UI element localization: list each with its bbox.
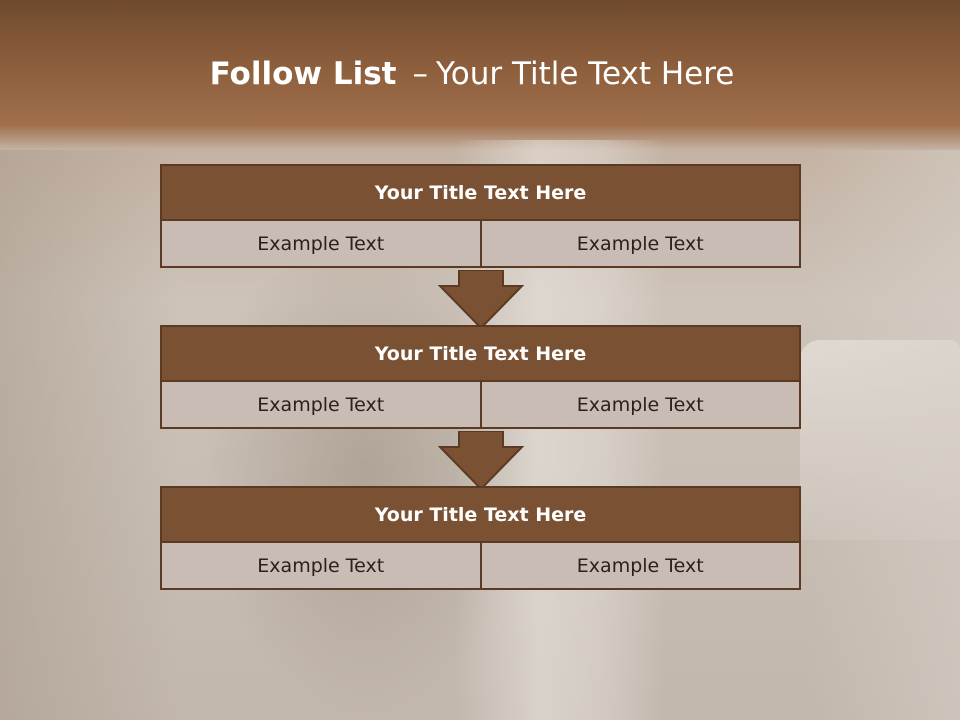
block-cell-left: Example Text [160, 541, 482, 590]
block-cell-right: Example Text [479, 541, 801, 590]
title-bold-part: Follow List [209, 56, 397, 92]
block-row: Example Text Example Text [160, 380, 801, 429]
block-cell-left: Example Text [160, 380, 482, 429]
list-block-2: Your Title Text Here Example Text Exampl… [160, 325, 801, 429]
down-arrow-icon [438, 270, 524, 330]
background-photo-right [810, 150, 960, 720]
background-photo-left [0, 150, 180, 720]
background-photo-paper [800, 340, 960, 540]
list-block-3: Your Title Text Here Example Text Exampl… [160, 486, 801, 590]
block-header: Your Title Text Here [160, 486, 801, 543]
down-arrow-icon [438, 431, 524, 491]
block-row: Example Text Example Text [160, 541, 801, 590]
list-block-1: Your Title Text Here Example Text Exampl… [160, 164, 801, 268]
title-rest: Your Title Text Here [435, 56, 735, 92]
block-cell-left: Example Text [160, 219, 482, 268]
block-header: Your Title Text Here [160, 325, 801, 382]
slide-title: Follow List–Your Title Text Here [0, 52, 944, 96]
block-cell-right: Example Text [479, 219, 801, 268]
block-row: Example Text Example Text [160, 219, 801, 268]
title-dash: – [412, 56, 428, 92]
block-header: Your Title Text Here [160, 164, 801, 221]
block-cell-right: Example Text [479, 380, 801, 429]
